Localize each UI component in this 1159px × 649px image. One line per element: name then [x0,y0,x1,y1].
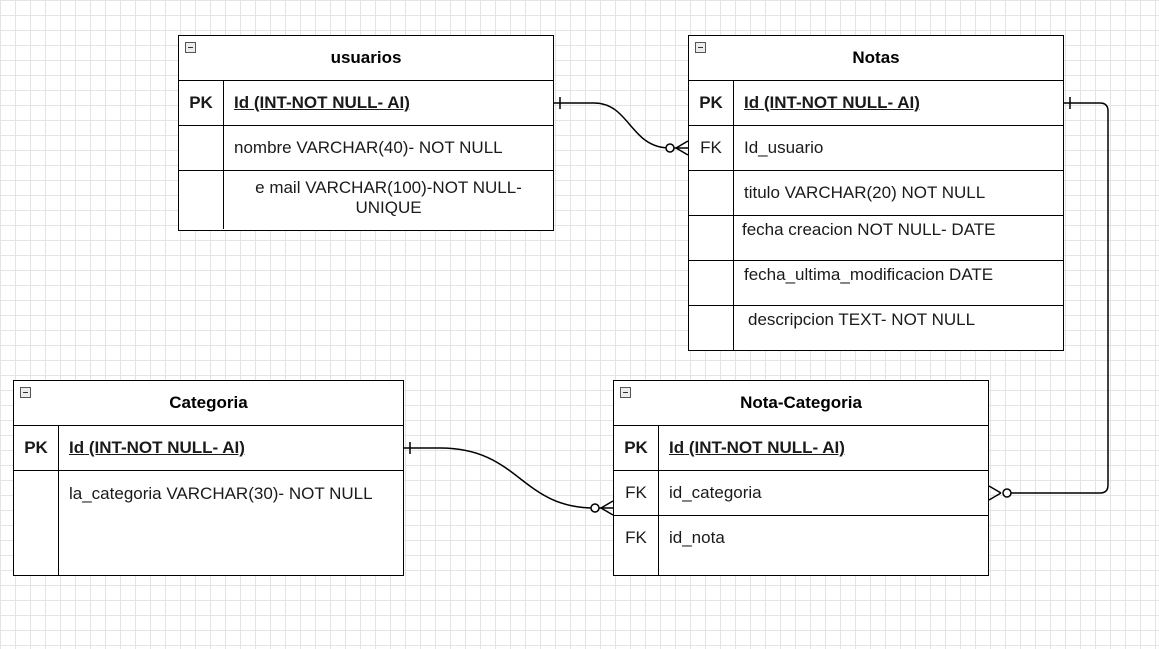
key-label: PK [179,81,224,125]
entity-title: Categoria [169,393,248,412]
collapse-icon[interactable] [185,42,196,53]
collapse-icon[interactable] [20,387,31,398]
table-row[interactable]: PK Id (INT-NOT NULL- AI) [689,81,1063,126]
table-row[interactable]: fecha creacion NOT NULL- DATE [689,216,1063,261]
entity-header: Notas [689,36,1063,81]
table-row[interactable]: FK id_categoria [614,471,988,516]
key-label: FK [614,516,659,575]
table-row[interactable]: la_categoria VARCHAR(30)- NOT NULL [14,471,403,575]
table-row[interactable]: fecha_ultima_modificacion DATE [689,261,1063,306]
key-label: FK [689,126,734,170]
key-label: PK [689,81,734,125]
entity-title: Nota-Categoria [740,393,862,412]
table-row[interactable]: PK Id (INT-NOT NULL- AI) [614,426,988,471]
key-label [689,216,734,260]
table-row[interactable]: FK id_nota [614,516,988,575]
entity-header: Categoria [14,381,403,426]
field-label: fecha creacion NOT NULL- DATE [742,220,996,239]
key-label [179,171,224,229]
relationship-notas-nota-categoria[interactable] [988,97,1109,501]
key-label [14,471,59,575]
field-label: id_categoria [669,483,762,502]
entity-usuarios[interactable]: usuarios PK Id (INT-NOT NULL- AI) nombre… [178,35,554,231]
table-row[interactable]: PK Id (INT-NOT NULL- AI) [14,426,403,471]
table-row[interactable]: titulo VARCHAR(20) NOT NULL [689,171,1063,216]
entity-categoria[interactable]: Categoria PK Id (INT-NOT NULL- AI) la_ca… [13,380,404,576]
collapse-icon[interactable] [620,387,631,398]
field-label: e mail VARCHAR(100)-NOT NULL- UNIQUE [255,178,522,217]
key-label [689,306,734,351]
key-label: FK [614,471,659,515]
field-label: nombre VARCHAR(40)- NOT NULL [234,138,503,157]
entity-title: Notas [852,48,900,67]
key-label [179,126,224,170]
entity-nota-categoria[interactable]: Nota-Categoria PK Id (INT-NOT NULL- AI) … [613,380,989,576]
table-row[interactable]: PK Id (INT-NOT NULL- AI) [179,81,553,126]
field-label: id_nota [669,528,725,547]
key-label: PK [14,426,59,470]
key-label [689,171,734,215]
relationship-categoria-nota-categoria[interactable] [404,442,614,516]
field-label: fecha_ultima_modificacion DATE [744,265,994,284]
collapse-icon[interactable] [695,42,706,53]
field-label: Id (INT-NOT NULL- AI) [669,438,845,457]
relationship-usuarios-notas[interactable] [554,97,689,156]
table-row[interactable]: nombre VARCHAR(40)- NOT NULL [179,126,553,171]
entity-notas[interactable]: Notas PK Id (INT-NOT NULL- AI) FK Id_usu… [688,35,1064,351]
key-label [689,261,734,305]
field-label: Id (INT-NOT NULL- AI) [744,93,920,112]
table-row[interactable]: descripcion TEXT- NOT NULL [689,306,1063,351]
entity-title: usuarios [330,48,402,67]
key-label: PK [614,426,659,470]
field-label: la_categoria VARCHAR(30)- NOT NULL [69,484,373,503]
entity-header: usuarios [179,36,553,81]
table-row[interactable]: e mail VARCHAR(100)-NOT NULL- UNIQUE [179,171,553,229]
field-label: Id (INT-NOT NULL- AI) [234,93,410,112]
field-label: Id (INT-NOT NULL- AI) [69,438,245,457]
field-label: titulo VARCHAR(20) NOT NULL [744,183,986,202]
table-row[interactable]: FK Id_usuario [689,126,1063,171]
field-label: descripcion TEXT- NOT NULL [748,310,976,329]
field-label: Id_usuario [744,138,824,157]
entity-header: Nota-Categoria [614,381,988,426]
